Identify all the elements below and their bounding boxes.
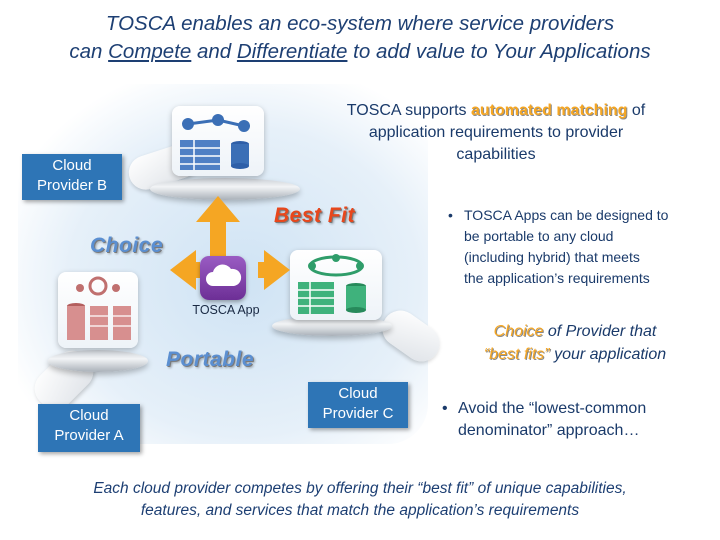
- best-fits-highlight: “best fits”: [483, 346, 550, 363]
- note-text: of Provider that: [543, 323, 657, 340]
- title-compete: Compete: [108, 40, 192, 63]
- cloud-provider-c-label: Cloud Provider C: [308, 382, 408, 428]
- portability-bullet: TOSCA Apps can be designed to be portabl…: [446, 205, 712, 289]
- left-arrow-icon: [170, 250, 200, 290]
- cloud-provider-a-label: Cloud Provider A: [38, 404, 140, 452]
- portability-bullet-list: TOSCA Apps can be designed to be portabl…: [446, 205, 712, 289]
- matching-note-line-3: capabilities: [456, 146, 536, 163]
- choice-note-line-1: Choice of Provider that: [440, 320, 710, 343]
- bullet-line: (including hybrid) that meets: [464, 249, 640, 265]
- title-text: to add value to Your Applications: [347, 40, 651, 63]
- network-db-icon: [298, 254, 366, 314]
- cloud-provider-b-label: Cloud Provider B: [22, 154, 122, 200]
- tray-c: [272, 316, 392, 336]
- provider-label-line: Provider C: [322, 405, 394, 422]
- note-text: TOSCA supports: [346, 102, 471, 119]
- choice-note-line-2: “best fits” your application: [440, 343, 710, 366]
- title-line-1: TOSCA enables an eco-system where servic…: [105, 12, 615, 35]
- lowest-common-bullet: Avoid the “lowest-common denominator” ap…: [440, 398, 710, 442]
- choice-wordart: Choice: [90, 234, 164, 257]
- lowest-common-bullet-list: Avoid the “lowest-common denominator” ap…: [440, 398, 710, 442]
- portable-wordart: Portable: [166, 348, 255, 371]
- network-db-icon: [67, 276, 131, 340]
- network-db-icon: [180, 114, 250, 170]
- bullet-line: be portable to any cloud: [464, 228, 614, 244]
- title-line-2: can Compete and Differentiate to add val…: [0, 38, 720, 66]
- best-fit-wordart: Best Fit: [274, 204, 356, 227]
- arrows-graphic: [170, 196, 290, 290]
- tray-a: [48, 350, 148, 372]
- footer-line-1: Each cloud provider competes by offering…: [93, 480, 627, 497]
- right-arrow-icon: [258, 250, 290, 290]
- bullet-line: TOSCA Apps can be designed to: [464, 207, 669, 223]
- footer-caption: Each cloud provider competes by offering…: [40, 478, 680, 522]
- matching-note-line-2: application requirements to provider: [368, 124, 624, 141]
- provider-b-services-icon: [172, 106, 264, 176]
- bullet-line: the application’s requirements: [464, 270, 650, 286]
- matching-note-line-1: TOSCA supports automated matching of: [312, 100, 680, 122]
- provider-label-line: Cloud: [52, 157, 92, 174]
- bullet-line: denominator” approach…: [458, 422, 640, 439]
- choice-note: Choice of Provider that “best fits” your…: [440, 320, 710, 366]
- provider-a-services-icon: [58, 272, 138, 348]
- tray-b: [150, 178, 300, 200]
- automated-matching-highlight: automated matching: [470, 102, 628, 119]
- up-arrow-icon: [196, 196, 240, 256]
- slide-title: TOSCA enables an eco-system where servic…: [0, 10, 720, 66]
- note-text: your application: [549, 346, 667, 363]
- provider-c-services-icon: [290, 250, 382, 320]
- title-differentiate: Differentiate: [236, 40, 348, 63]
- bullet-line: Avoid the “lowest-common: [458, 400, 647, 417]
- choice-highlight: Choice: [493, 323, 544, 340]
- tosca-app-icon: [200, 256, 246, 300]
- title-text: can: [69, 40, 109, 63]
- provider-label-line: Cloud: [338, 385, 378, 402]
- matching-note: TOSCA supports automated matching of app…: [312, 100, 680, 166]
- title-text: and: [191, 40, 237, 63]
- provider-label-line: Cloud: [69, 407, 109, 424]
- tosca-app-label: TOSCA App: [192, 303, 260, 317]
- provider-label-line: Provider A: [54, 427, 124, 444]
- note-text: of: [627, 102, 646, 119]
- footer-line-2: features, and services that match the ap…: [140, 502, 580, 519]
- provider-label-line: Provider B: [36, 177, 108, 194]
- cloud-icon: [206, 264, 242, 286]
